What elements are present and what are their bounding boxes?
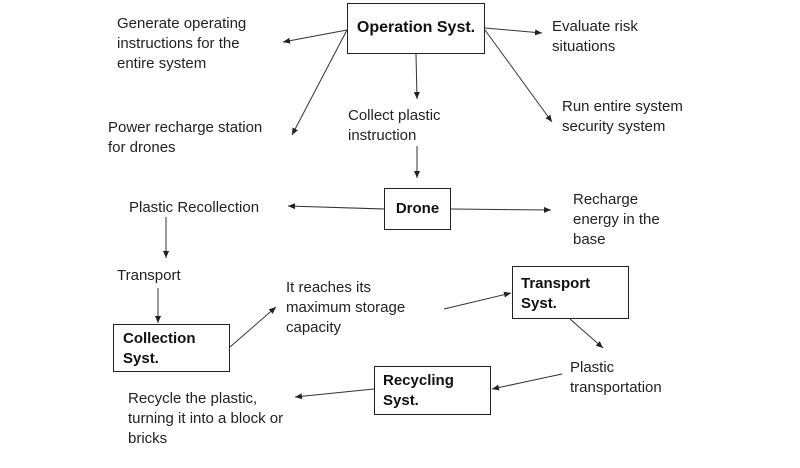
edge-drone-recharge <box>450 206 552 213</box>
power-recharge-label: Power recharge station for drones <box>108 119 263 156</box>
edge-transportsyst-plastic <box>569 318 604 349</box>
collect-instruction-label: Collect plastic instruction <box>348 107 441 144</box>
collection-system-node: Collection Syst. <box>113 324 230 372</box>
edge-operation-security <box>484 29 553 123</box>
plastic-transportation-label: Plastic transportation <box>570 359 662 396</box>
edge-operation-power <box>291 29 348 136</box>
plastic-recollection-label: Plastic Recollection <box>129 199 260 216</box>
edge-recycling-recycle <box>294 388 375 400</box>
edge-operation-collect <box>413 53 420 100</box>
recharge-energy-label: Recharge energy in the base <box>573 191 660 248</box>
drone-node: Drone <box>384 188 451 230</box>
edge-drone-recollection <box>287 203 385 210</box>
recycling-system-node: Recycling Syst. <box>374 366 491 415</box>
transport-system-node: Transport Syst. <box>512 266 629 319</box>
edge-collection-storage <box>229 306 277 348</box>
operation-system-node: Operation Syst. <box>347 3 485 54</box>
edge-operation-generate <box>282 29 348 44</box>
edge-operation-evaluate <box>484 27 543 36</box>
evaluate-risk-label: Evaluate risk situations <box>552 18 638 55</box>
generate-instructions-label: Generate operating instructions for the … <box>117 15 247 72</box>
transport-label: Transport <box>117 267 181 284</box>
run-security-label: Run entire system security system <box>562 98 683 135</box>
recycle-plastic-label: Recycle the plastic, turning it into a b… <box>128 390 284 447</box>
edge-plastic-recycling <box>491 373 563 391</box>
edge-storage-transportsyst <box>443 291 512 310</box>
max-storage-label: It reaches its maximum storage capacity <box>286 279 406 336</box>
